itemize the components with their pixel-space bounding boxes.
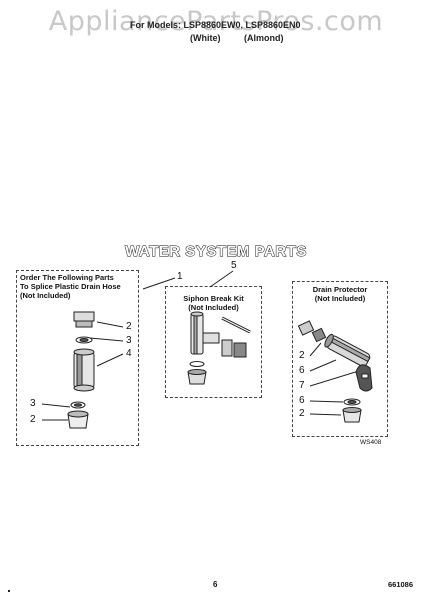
callout-hose-3b: 3 (30, 398, 36, 409)
siphon-tee-branch (202, 332, 220, 344)
hose-box-line3: (Not Included) (20, 291, 71, 300)
callout-5: 5 (231, 260, 237, 271)
callout-drain-6a: 6 (299, 365, 305, 376)
siphon-nut-2 (233, 342, 247, 358)
hose-box-heading: Order The Following Parts To Splice Plas… (20, 273, 138, 300)
leader-line-drain-2a (309, 342, 322, 357)
hose-splice-box (16, 270, 139, 446)
leader-line-hose-3a (89, 337, 124, 342)
leader-line-drain-7 (309, 369, 363, 387)
leader-line-hose-4 (96, 353, 124, 367)
hose-adapter-top (73, 311, 95, 322)
page-number: 6 (213, 580, 218, 589)
siphon-box-line1: Siphon Break Kit (183, 294, 244, 303)
drain-box-line2: (Not Included) (314, 294, 366, 303)
drain-protector-box (292, 281, 388, 437)
document-number: 661086 (388, 580, 414, 589)
callout-drain-2a: 2 (299, 350, 305, 361)
leader-line-hose-3b (41, 403, 71, 408)
callout-drain-7: 7 (299, 380, 305, 391)
leader-line-drain-2b (309, 413, 342, 416)
siphon-nut-1 (221, 339, 233, 357)
leader-line-hose-2a (96, 321, 124, 328)
callout-hose-2a: 2 (126, 321, 132, 332)
callout-hose-2b: 2 (30, 414, 36, 425)
siphon-box-heading: Siphon Break Kit (Not Included) (165, 294, 262, 312)
watermark-text: AppliancePartsPros.com (48, 6, 384, 37)
leader-line-drain-6a (309, 359, 337, 372)
leader-line-5 (209, 270, 234, 288)
model-numbers: For Models: LSP8860EW0, LSP8860EN0 (130, 20, 301, 30)
callout-hose-4: 4 (126, 348, 132, 359)
siphon-clamp (189, 361, 205, 367)
siphon-break-box (165, 286, 262, 398)
drain-clamp-a (297, 320, 315, 336)
drain-protector-parts (297, 320, 373, 423)
section-title: WATER SYSTEM PARTS (125, 243, 307, 261)
hose-splice-parts (67, 311, 95, 429)
drain-protector-body (324, 333, 371, 367)
drain-box-heading: Drain Protector (Not Included) (292, 285, 388, 303)
ws-code: WS408 (360, 439, 382, 446)
hose-box-line1: Order The Following Parts (20, 273, 114, 282)
drain-adapter-a (311, 327, 327, 343)
leader-line-1 (142, 277, 176, 290)
hose-box-line2: To Splice Plastic Drain Hose (20, 282, 121, 291)
drain-box-line1: Drain Protector (312, 285, 368, 294)
color-almond-label: (Almond) (244, 33, 284, 43)
page-mark-dot (8, 590, 10, 592)
siphon-box-line2: (Not Included) (188, 303, 239, 312)
callout-drain-6b: 6 (299, 395, 305, 406)
callout-hose-3a: 3 (126, 335, 132, 346)
callout-1: 1 (177, 271, 183, 282)
leader-line-drain-6b (309, 400, 344, 403)
callout-drain-2b: 2 (299, 408, 305, 419)
siphon-break-parts (187, 311, 251, 385)
color-white-label: (White) (190, 33, 221, 43)
